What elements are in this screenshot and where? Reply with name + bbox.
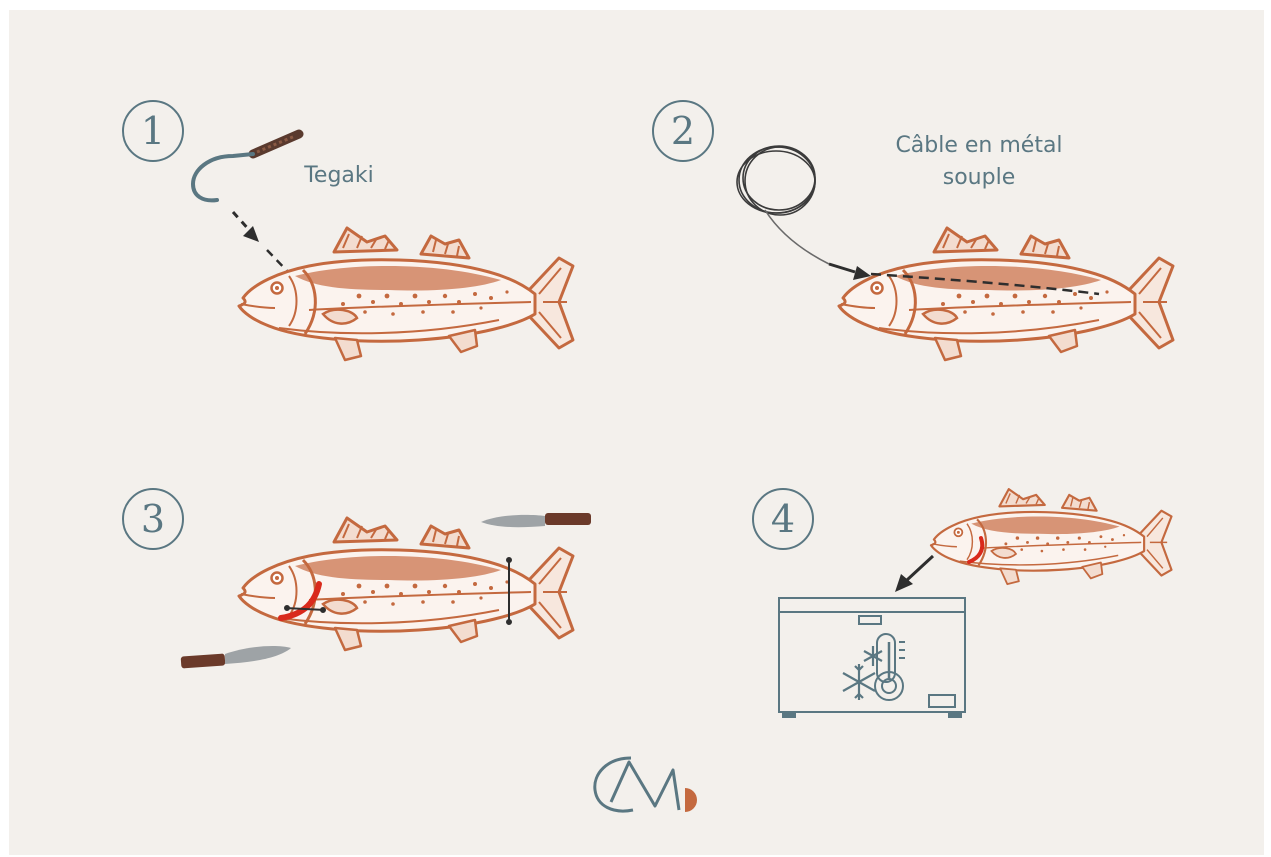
diagram-canvas: 1 Tegaki 2 Câble en métal souple bbox=[9, 10, 1264, 855]
logo-icon bbox=[9, 10, 1264, 855]
